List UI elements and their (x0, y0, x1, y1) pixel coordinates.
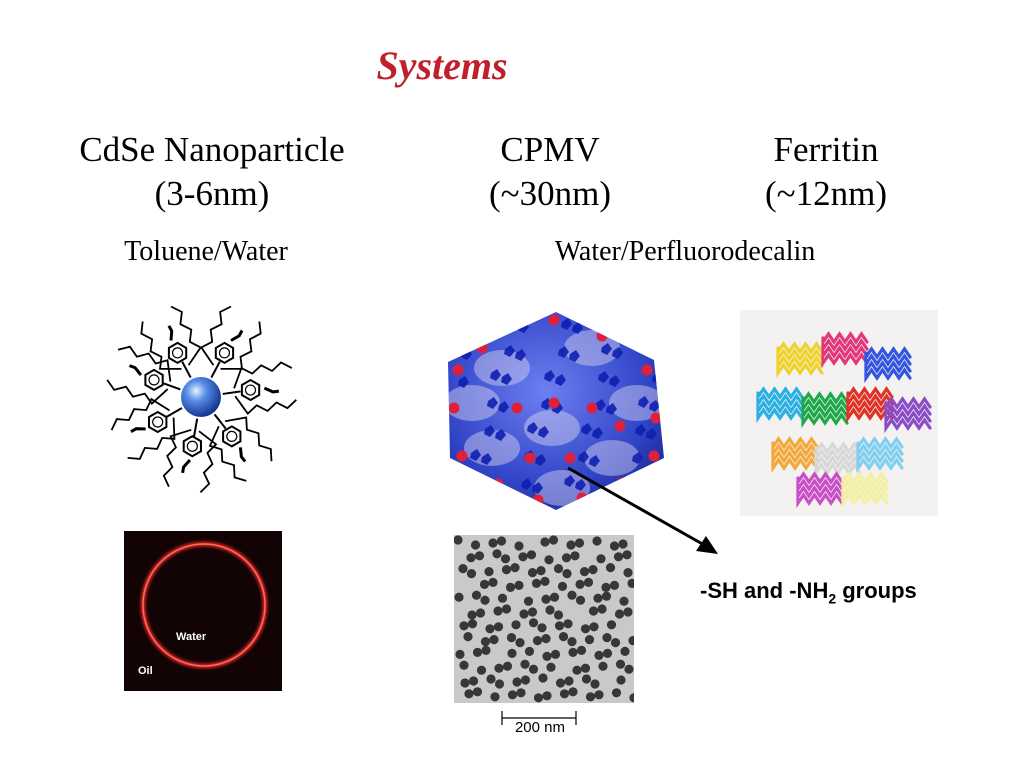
slide-title: Systems (376, 43, 508, 88)
droplet-micrograph: Water Oil (124, 531, 282, 691)
sh-nh2-annotation: -SH and -NH2 groups (700, 578, 917, 606)
annotation-arrow (567, 466, 718, 554)
system-ferritin-name: Ferritin (773, 130, 879, 169)
annotation-subscript: 2 (828, 590, 837, 607)
droplet-oil-label: Oil (138, 665, 153, 677)
system-ferritin: Ferritin (~12nm) (716, 128, 936, 216)
system-cpmv-size: (~30nm) (489, 174, 611, 213)
solvent-water-perfluorodecalin: Water/Perfluorodecalin (554, 236, 816, 267)
system-ferritin-size: (~12nm) (765, 174, 887, 213)
solvent-toluene-water: Toluene/Water (124, 236, 288, 267)
scale-bar-label: 200 nm (514, 719, 566, 736)
cdse-nanoparticle-diagram (106, 305, 297, 494)
droplet-water-label: Water (176, 631, 207, 643)
system-cpmv-name: CPMV (500, 130, 600, 169)
tem-micrograph (454, 535, 634, 703)
annotation-suffix: groups (836, 578, 917, 603)
annotation-prefix: -SH and -NH (700, 578, 829, 603)
cpmv-capsid-image (448, 312, 664, 510)
system-cpmv: CPMV (~30nm) (430, 128, 670, 216)
system-cdse-size: (3-6nm) (154, 174, 270, 213)
system-cdse: CdSe Nanoparticle (3-6nm) (40, 128, 384, 216)
ferritin-ribbon-image (740, 310, 938, 516)
cdse-core (181, 377, 221, 417)
scale-bar (501, 711, 577, 725)
system-cdse-name: CdSe Nanoparticle (79, 130, 345, 169)
